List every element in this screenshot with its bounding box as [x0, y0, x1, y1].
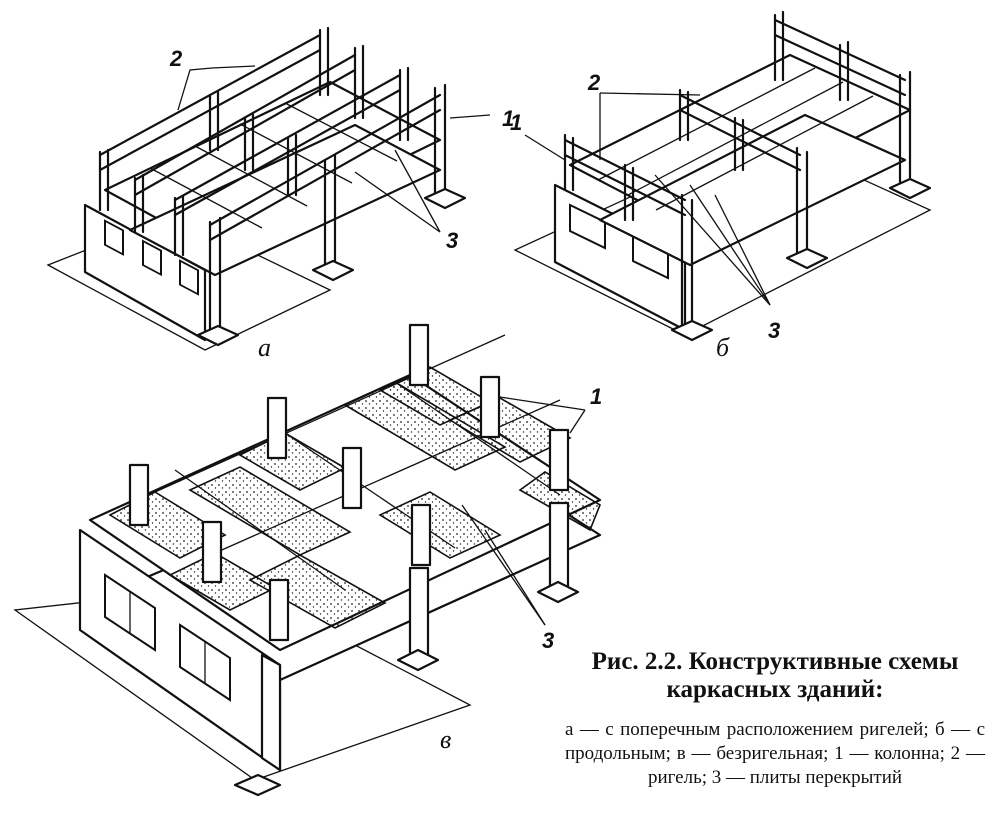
scheme-b-callout-slab: 3 — [768, 318, 780, 343]
scheme-b-lower-floor — [598, 113, 907, 267]
scheme-v-columns — [128, 323, 570, 662]
scheme-a-windows — [104, 219, 199, 296]
caption-description: а — с поперечным расположением ригелей; … — [565, 719, 985, 788]
scheme-v-footings — [233, 580, 580, 797]
scheme-b-footings — [670, 177, 932, 342]
figure-caption: Рис. 2.2. Конструктивные схемы каркасных… — [565, 648, 985, 790]
scheme-a-callout-slab: 3 — [446, 228, 458, 253]
scheme-v-girderless: 1 3 в — [13, 323, 602, 797]
scheme-a-label: а — [258, 333, 271, 362]
scheme-b-leaders — [524, 92, 771, 306]
scheme-a-lower-floor — [128, 123, 442, 277]
scheme-v-label: в — [440, 725, 451, 754]
scheme-a-callout-column: 1 — [502, 106, 514, 131]
caption-title-line1: Рис. 2.2. Конструктивные схемы — [591, 648, 959, 675]
scheme-b-longitudinal-girders: 2 1 3 б — [510, 10, 932, 362]
scheme-b-callout-column: 1 — [510, 110, 522, 135]
scheme-v-wall-edge — [260, 653, 282, 772]
scheme-a-callout-girder: 2 — [169, 46, 183, 71]
scheme-a-leaders — [177, 65, 491, 233]
scheme-a-transverse-girders: 2 1 3 а — [46, 26, 514, 362]
scheme-b-frames — [563, 10, 912, 332]
scheme-v-callout-column: 1 — [590, 384, 602, 409]
scheme-v-leaders — [461, 396, 586, 626]
scheme-a-footings — [196, 187, 467, 347]
scheme-b-label: б — [716, 333, 730, 362]
scheme-b-callout-girder: 2 — [587, 70, 601, 95]
scheme-b-windows — [569, 203, 669, 280]
scheme-v-windows — [104, 573, 231, 702]
scheme-v-callout-slab: 3 — [542, 628, 554, 653]
scheme-v-slab-joints — [154, 334, 561, 591]
caption-title-line2: каркасных зданий: — [666, 676, 884, 703]
scheme-a-frames — [98, 26, 447, 337]
